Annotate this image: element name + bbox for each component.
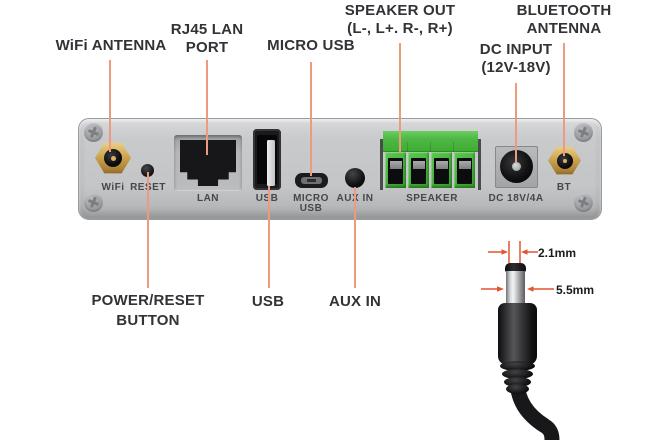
panel-label-dc: DC 18V/4A: [488, 193, 544, 204]
plug-tip: [505, 263, 526, 272]
terminal-slot: [389, 160, 402, 169]
panel-label-micro-usb: MICRO USB: [293, 193, 329, 214]
leader-line-dc-input: [515, 83, 517, 162]
callout-micro-usb: MICRO USB: [267, 37, 355, 54]
aux-in-jack: [345, 168, 365, 188]
speaker-terminal-top: [383, 131, 478, 152]
speaker-terminal-1: [385, 152, 406, 188]
callout-aux-in: AUX IN: [328, 293, 382, 310]
terminal-slot: [458, 160, 471, 169]
terminal-hole: [457, 158, 472, 184]
speaker-terminal-block: [380, 131, 481, 190]
leader-line-wifi: [109, 60, 111, 152]
lan-port-bezel: [174, 135, 242, 191]
callout-dc-input: DC INPUT (12V-18V): [479, 41, 553, 76]
terminal-seam: [453, 142, 454, 152]
callout-speaker-out: SPEAKER OUT (L-, L+. R-, R+): [344, 2, 456, 37]
usb-port: [253, 129, 281, 190]
panel-label-bt: BT: [556, 182, 572, 193]
terminal-hole: [434, 158, 449, 184]
terminal-seam: [407, 142, 408, 152]
speaker-terminal-4: [454, 152, 475, 188]
plug-ridge: [500, 361, 535, 371]
pin-diameter-label: 2.1mm: [538, 246, 577, 260]
leader-line-aux-bottom: [354, 187, 356, 288]
barrel-diameter-label: 5.5mm: [556, 283, 595, 297]
callout-bluetooth-antenna: BLUETOOTH ANTENNA: [516, 2, 612, 37]
terminal-slot: [435, 160, 448, 169]
rj45-lan-port: [180, 140, 236, 186]
leader-line-micro-usb: [310, 62, 312, 176]
terminal-hole: [411, 158, 426, 184]
usb-tongue: [267, 140, 275, 186]
micro-usb-tab: [307, 179, 316, 182]
leader-line-rj45: [206, 60, 208, 155]
leader-line-bluetooth: [563, 43, 565, 156]
dc-jack-pin: [512, 162, 521, 171]
speaker-terminal-3: [431, 152, 452, 188]
dimension-arrowheads: [497, 249, 534, 292]
panel-label-speaker: SPEAKER: [406, 193, 458, 204]
terminal-seam: [430, 142, 431, 152]
leader-line-speaker: [399, 43, 401, 153]
panel-label-wifi: WiFi: [101, 182, 125, 193]
screw-icon: [574, 193, 593, 212]
terminal-hole: [388, 158, 403, 184]
callout-wifi-antenna: WiFi ANTENNA: [55, 37, 167, 54]
leader-line-power-reset: [147, 172, 149, 288]
screw-icon: [574, 123, 593, 142]
wifi-connector-pin: [111, 156, 116, 161]
bt-connector-pin: [562, 158, 567, 163]
micro-usb-port: [295, 173, 328, 188]
callout-usb: USB: [251, 293, 285, 310]
reset-button: [141, 164, 154, 177]
callout-rj45-lan-port: RJ45 LAN PORT: [170, 21, 244, 56]
screw-icon: [84, 123, 103, 142]
panel-label-lan: LAN: [196, 193, 220, 204]
plug-ridge: [504, 377, 531, 387]
plug-ridge: [506, 384, 529, 394]
callout-power-reset-button: POWER/RESET BUTTON: [91, 292, 205, 329]
dimension-annotation: [481, 241, 554, 292]
plug-ridge: [502, 369, 533, 379]
plug-barrel: [506, 271, 525, 304]
speaker-terminal-2: [408, 152, 429, 188]
plug-body: [498, 303, 537, 365]
terminal-slot: [412, 160, 425, 169]
screw-icon: [84, 193, 103, 212]
panel-label-usb: USB: [255, 193, 279, 204]
plug-cable: [509, 378, 560, 440]
panel-label-aux-in: AUX IN: [336, 193, 374, 204]
leader-line-usb-bottom: [268, 186, 270, 288]
